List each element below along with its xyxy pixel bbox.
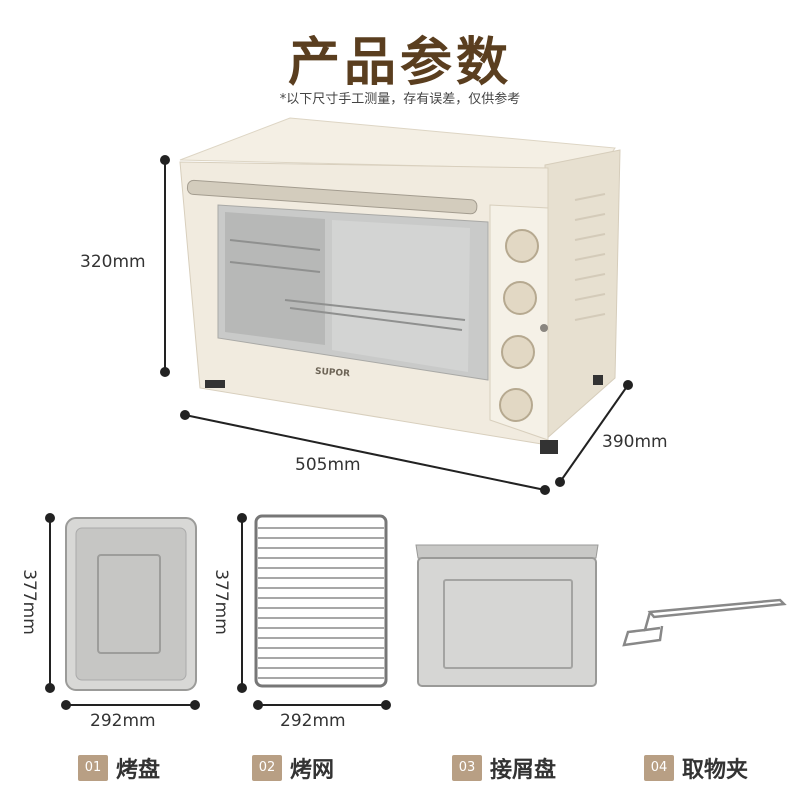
oven-height-label: 320mm [80, 252, 146, 272]
accessory-number: 04 [644, 755, 674, 781]
tray-height-label: 377mm [18, 569, 39, 635]
oven-width-label: 505mm [295, 455, 361, 475]
accessory-number: 03 [452, 755, 482, 781]
accessory-label-01: 01 烤盘 [78, 752, 160, 784]
accessory-number: 01 [78, 755, 108, 781]
oven-dimension-lines [160, 155, 633, 495]
crumb-tray-image [415, 544, 599, 687]
tongs-image [622, 598, 787, 647]
oven-depth-label: 390mm [602, 432, 668, 452]
accessory-name: 接屑盘 [490, 758, 557, 783]
grill-rack-image [254, 514, 388, 688]
rack-height-label: 377mm [210, 569, 231, 635]
page-title: 产品参数 [287, 33, 512, 93]
accessory-label-02: 02 烤网 [252, 752, 334, 784]
tray-width-label: 292mm [90, 711, 156, 731]
accessory-dimension-lines [45, 513, 391, 710]
rack-width-label: 292mm [280, 711, 346, 731]
baking-tray-image [65, 517, 197, 691]
accessory-name: 取物夹 [682, 758, 749, 783]
accessory-number: 02 [252, 755, 282, 781]
accessory-label-04: 04 取物夹 [644, 752, 748, 784]
accessory-label-03: 03 接屑盘 [452, 752, 556, 784]
accessory-name: 烤网 [290, 758, 335, 783]
accessory-name: 烤盘 [116, 758, 161, 783]
measurement-note: *以下尺寸手工测量，存有误差，仅供参考 [279, 92, 521, 107]
oven-image [179, 117, 621, 454]
